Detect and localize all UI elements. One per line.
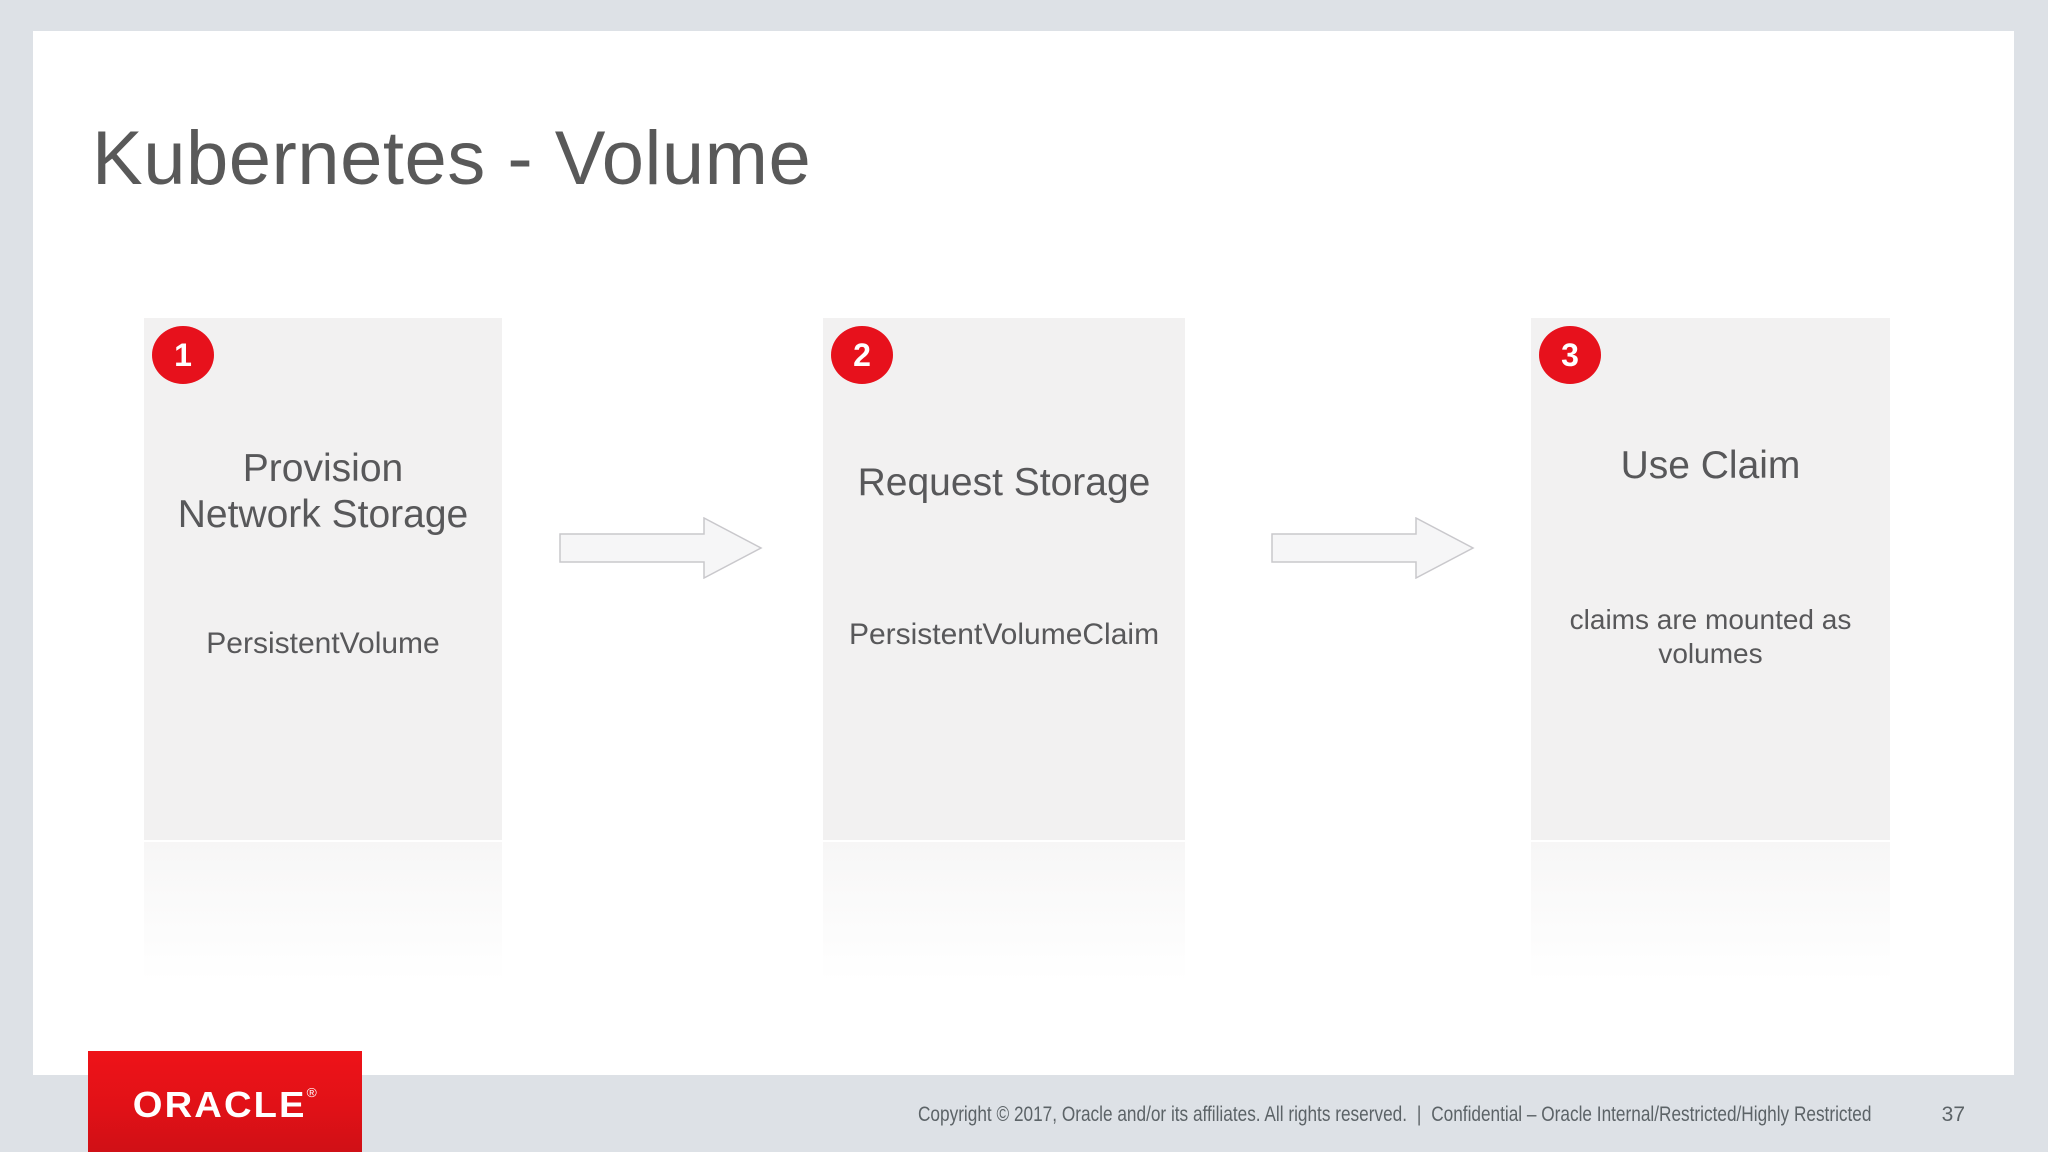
arrow-right-icon	[1271, 516, 1475, 580]
box-reflection	[1531, 842, 1890, 982]
oracle-logo: ORACLE®	[88, 1051, 362, 1152]
step-number: 1	[174, 336, 192, 373]
footer-copyright-line: Copyright © 2017, Oracle and/or its affi…	[918, 1103, 1871, 1127]
copyright-text: Copyright © 2017, Oracle and/or its affi…	[918, 1103, 1408, 1126]
step-subtext: PersistentVolumeClaim	[848, 618, 1160, 651]
step-number-badge: 2	[831, 326, 893, 384]
arrow-right-icon	[559, 516, 763, 580]
confidential-text: Confidential – Oracle Internal/Restricte…	[1431, 1103, 1872, 1126]
step-heading: Request Storage	[857, 461, 1151, 504]
oracle-wordmark: ORACLE®	[133, 1084, 317, 1126]
step-subtext: PersistentVolume	[206, 627, 440, 660]
step-box-provision-storage: 1 Provision Network Storage PersistentVo…	[144, 318, 502, 840]
page-number: 37	[1941, 1103, 1965, 1126]
oracle-logo-text: ORACLE	[132, 1084, 307, 1125]
step-number: 2	[853, 336, 871, 373]
step-heading: Provision Network Storage	[177, 447, 469, 536]
footer-separator: |	[1416, 1103, 1422, 1126]
slide: Kubernetes - Volume 1 Provision Network …	[33, 31, 2014, 1075]
step-box-use-claim: 3 Use Claim claims are mounted as volume…	[1531, 318, 1890, 840]
slide-title: Kubernetes - Volume	[92, 116, 812, 201]
box-reflection	[823, 842, 1185, 982]
flow-arrow-2	[1271, 516, 1475, 580]
step-number: 3	[1561, 336, 1579, 373]
registered-trademark-symbol: ®	[306, 1085, 318, 1100]
flow-arrow-1	[559, 516, 763, 580]
step-subtext: claims are mounted as volumes	[1569, 604, 1852, 669]
box-reflection	[144, 842, 502, 982]
step-box-request-storage: 2 Request Storage PersistentVolumeClaim	[823, 318, 1185, 840]
step-number-badge: 1	[152, 326, 214, 384]
step-heading: Use Claim	[1620, 444, 1801, 487]
step-number-badge: 3	[1539, 326, 1601, 384]
